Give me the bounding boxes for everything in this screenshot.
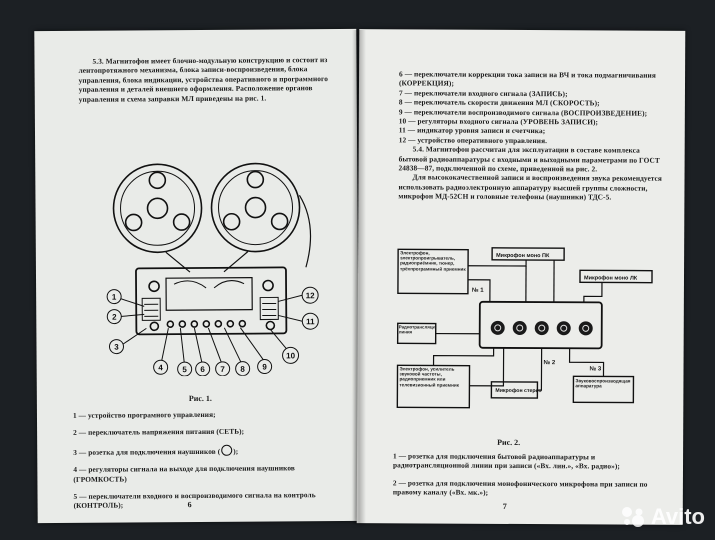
- callout-2: 2: [106, 309, 122, 325]
- callout-6: 6: [195, 361, 211, 377]
- svg-text:8: 8: [240, 365, 245, 374]
- svg-text:9: 9: [262, 363, 267, 372]
- right-reel: [210, 162, 301, 253]
- connector-label-1: № 1: [472, 287, 484, 294]
- callout-10: 10: [282, 346, 300, 364]
- avito-wordmark: Avito: [650, 504, 705, 529]
- right-page: 6 — переключатели коррекции тока записи …: [356, 29, 686, 525]
- headphones-icon: [221, 444, 233, 456]
- label-mic-mono-l: Микрофон моно ЛК: [584, 274, 638, 281]
- svg-text:6: 6: [200, 365, 205, 374]
- svg-text:5: 5: [182, 365, 187, 374]
- box-mic-mono-r: [491, 247, 565, 261]
- recorder-body: [135, 266, 288, 336]
- legend-item: 2 — переключатель напряжения питания (СЕ…: [73, 427, 245, 438]
- svg-text:1: 1: [112, 293, 117, 302]
- connection-diagram: Электрофон, электропроигрыватель, радиоп…: [396, 247, 653, 409]
- svg-text:2: 2: [112, 313, 117, 322]
- callout-11: 11: [301, 312, 319, 330]
- legend-item: 3 — розетка для подключения наушников ()…: [73, 444, 239, 457]
- callout-5: 5: [177, 361, 193, 377]
- svg-text:3: 3: [114, 343, 119, 352]
- callout-7: 7: [215, 361, 231, 377]
- callout-8: 8: [235, 361, 251, 377]
- label-tv: Электрофон, усилитель звуковой частоты, …: [399, 366, 459, 388]
- callout-1: 1: [106, 289, 122, 305]
- tape-recorder-figure: 1 2 3 4 5 6 7 8 9 10 11 12: [106, 162, 319, 377]
- label-mic-mono-r: Микрофон моно ПК: [496, 252, 550, 259]
- figure-1-legend: 1 — устройство програмного управления; 2…: [73, 409, 342, 519]
- avito-watermark: Avito: [620, 504, 705, 530]
- paragraph-recommendation: Для высококачественной записи и воспроиз…: [398, 172, 662, 202]
- callout-12: 12: [301, 286, 319, 304]
- connector-label-2: № 2: [544, 359, 556, 366]
- svg-text:12: 12: [306, 291, 316, 300]
- figure-2-legend: 1 — розетка для подключения бытовой ради…: [393, 451, 661, 506]
- svg-text:4: 4: [158, 363, 163, 372]
- figure-1-caption: Рис. 1.: [188, 393, 212, 404]
- label-tuner: Электрофон, электропроигрыватель, радиоп…: [400, 250, 466, 272]
- intro-paragraph: 5.3. Магнитофон имеет блочно-модульную к…: [78, 55, 328, 104]
- left-page: 5.3. Магнитофон имеет блочно-модульную к…: [34, 28, 360, 524]
- page-number: 6: [187, 500, 192, 510]
- legend-item: 5 — переключатели входного и воспроизвод…: [73, 490, 316, 511]
- callout-4: 4: [153, 359, 169, 375]
- svg-text:7: 7: [220, 365, 225, 374]
- svg-text:11: 11: [306, 317, 315, 326]
- left-reel: [112, 163, 203, 254]
- svg-text:10: 10: [286, 351, 296, 360]
- figure-2-caption: Рис. 2.: [497, 437, 521, 447]
- component-list: 6 — переключатели коррекции тока записи …: [398, 69, 663, 202]
- avito-logo-icon: [621, 507, 644, 527]
- list-item: 6 — переключатели коррекции тока записи …: [398, 69, 656, 89]
- callout-9: 9: [257, 359, 273, 375]
- connector-label-3: № 3: [590, 365, 602, 372]
- legend-item: 1 — устройство програмного управления;: [72, 409, 216, 420]
- label-amplifier: Звуковоспроизводящая аппаратура: [575, 378, 631, 389]
- book-gutter: [352, 30, 366, 524]
- legend-item: 2 — розетка для подключения монофоническ…: [392, 478, 648, 498]
- legend-item: 4 — регуляторы сигнала на выходе для под…: [73, 463, 295, 484]
- legend-item: 1 — розетка для подключения бытовой ради…: [392, 451, 620, 471]
- paragraph-5-4: 5.4. Магнитофон рассчитан для эксплуатац…: [398, 144, 660, 174]
- box-tuner: [397, 248, 469, 295]
- callout-3: 3: [108, 339, 124, 355]
- label-mic-stereo: Микрофон стерео: [495, 387, 541, 394]
- page-number: 7: [502, 501, 507, 511]
- label-radio-line: Радиотрансляционная линия: [398, 324, 435, 335]
- box-mic-mono-l: [579, 269, 653, 284]
